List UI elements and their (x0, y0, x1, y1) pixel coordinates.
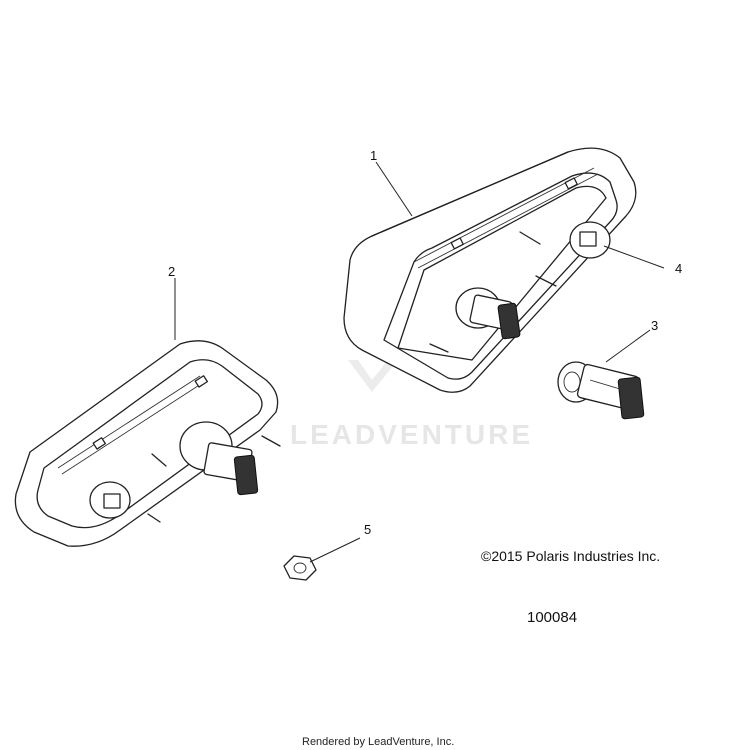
callout-4: 4 (675, 261, 682, 276)
tail-lamp-right (343, 147, 637, 393)
footer-credit: Rendered by LeadVenture, Inc. (302, 736, 454, 748)
callout-5: 5 (364, 522, 371, 537)
callout-1: 1 (370, 148, 377, 163)
hex-nut (283, 555, 317, 581)
copyright-text: ©2015 Polaris Industries Inc. (481, 548, 660, 564)
callout-2: 2 (168, 264, 175, 279)
watermark: LEADVENTURE (290, 340, 533, 450)
leader-lines (174, 161, 665, 563)
figure-number: 100084 (527, 609, 577, 626)
bulb-socket (557, 361, 645, 420)
callout-3: 3 (651, 318, 658, 333)
tail-lamp-left (14, 340, 281, 547)
watermark-text: LEADVENTURE (290, 419, 533, 450)
